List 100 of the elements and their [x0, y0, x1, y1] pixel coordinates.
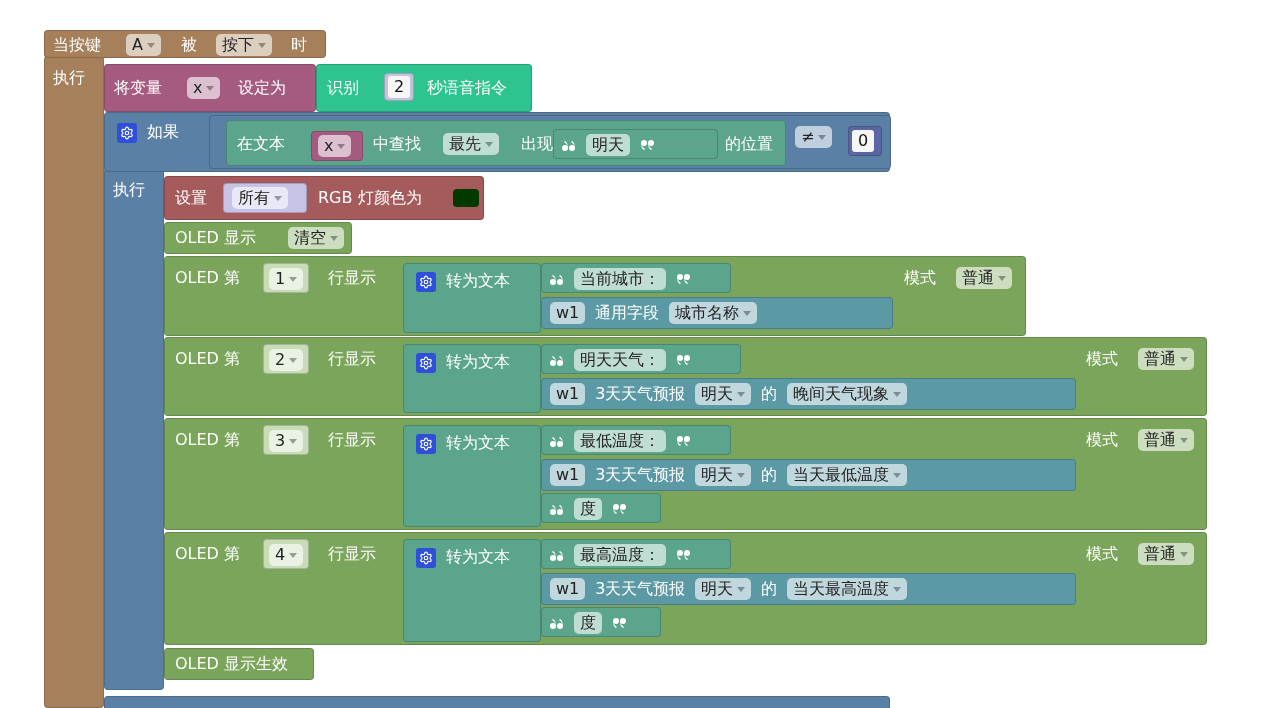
- dropdown-block: [223, 183, 307, 213]
- block-label: 模式: [1086, 543, 1118, 565]
- to-text-block: [403, 344, 541, 413]
- text-field: 明天天气：: [574, 349, 666, 371]
- dropdown-field: 所有: [232, 187, 288, 209]
- block-label: 的: [761, 578, 778, 600]
- string-block: [541, 263, 731, 293]
- weather-data-block: [541, 378, 1076, 410]
- dropdown-field: 明天: [695, 383, 752, 405]
- text-field: 当前城市：: [574, 268, 666, 290]
- dropdown-field: 清空: [288, 227, 344, 249]
- block-label: 行显示: [328, 429, 376, 451]
- dropdown-field: 城市名称: [669, 302, 758, 324]
- block-label: 行显示: [328, 543, 376, 565]
- block-label: 如果: [147, 121, 179, 143]
- dropdown-field: x: [318, 135, 352, 157]
- block-label: 被: [181, 34, 197, 56]
- dropdown-field: 最先: [443, 133, 499, 155]
- dropdown-field: 普通: [1138, 543, 1194, 565]
- text-field: 最高温度：: [574, 544, 666, 566]
- weather-data-block: [541, 297, 893, 329]
- text-field: w1: [550, 464, 586, 486]
- oled-line-block: [164, 256, 1026, 336]
- dropdown-field: 当天最高温度: [787, 578, 908, 600]
- dropdown-field: 1: [269, 268, 304, 290]
- text-field: w1: [550, 578, 586, 600]
- block-label: OLED 显示: [175, 227, 257, 249]
- string-block: [553, 129, 718, 159]
- block-label: 执行: [113, 179, 145, 201]
- block-label: OLED 显示生效: [175, 653, 289, 675]
- block-label: 模式: [904, 267, 936, 289]
- weather-data-block: [541, 459, 1076, 491]
- dropdown-field: 4: [269, 544, 304, 566]
- dropdown-field: 按下: [216, 34, 272, 56]
- block-label: OLED 第: [175, 267, 241, 289]
- block-label: 的: [761, 464, 778, 486]
- oled-refresh-block: [164, 648, 314, 680]
- block-label: 转为文本: [446, 270, 510, 292]
- block-label: 出现: [521, 133, 553, 155]
- number-field: 0: [852, 130, 875, 152]
- string-block: [541, 607, 661, 637]
- number-block: [263, 263, 309, 293]
- text-field: w1: [550, 302, 586, 324]
- block-label: 在文本: [237, 133, 285, 155]
- to-text-block: [403, 263, 541, 333]
- dropdown-field: 3: [269, 430, 304, 452]
- oled-line-block: [164, 532, 1207, 645]
- dropdown-field: 2: [269, 349, 304, 371]
- block-label: OLED 第: [175, 429, 241, 451]
- block-label: 转为文本: [446, 432, 510, 454]
- block-label: 当按键: [53, 34, 101, 56]
- block-label: 将变量: [114, 77, 162, 99]
- number-field: 2: [388, 76, 411, 98]
- text-search-block: [226, 120, 786, 166]
- dropdown-field: 晚间天气现象: [787, 383, 908, 405]
- string-block: [541, 344, 741, 374]
- set-variable-block: [104, 64, 316, 112]
- text-field: 最低温度：: [574, 430, 666, 452]
- dropdown-field: 当天最低温度: [787, 464, 908, 486]
- block-label: OLED 第: [175, 543, 241, 565]
- dropdown-field: 普通: [956, 267, 1012, 289]
- block-label: 中查找: [373, 133, 421, 155]
- dropdown-field: 普通: [1138, 348, 1194, 370]
- block-label: OLED 第: [175, 348, 241, 370]
- to-text-block: [403, 539, 541, 642]
- number-block: [263, 425, 309, 455]
- block-label: 转为文本: [446, 546, 510, 568]
- dropdown-field: x: [187, 77, 221, 99]
- string-block: [541, 425, 731, 455]
- block-label: 3天天气预报: [595, 578, 686, 600]
- string-block: [541, 493, 661, 523]
- event-block: [44, 30, 326, 58]
- block-label: 行显示: [328, 348, 376, 370]
- block-label: 执行: [53, 67, 85, 89]
- to-text-block: [403, 425, 541, 527]
- number-block: [263, 344, 309, 374]
- block-label: 3天天气预报: [595, 464, 686, 486]
- block-label: 的位置: [725, 133, 773, 155]
- if-block: [104, 112, 890, 172]
- dropdown-field: 明天: [695, 464, 752, 486]
- block-label: 行显示: [328, 267, 376, 289]
- string-block: [541, 539, 731, 569]
- text-field: 度: [574, 612, 602, 634]
- block-label: 模式: [1086, 429, 1118, 451]
- text-field: w1: [550, 383, 586, 405]
- oled-line-block: [164, 337, 1207, 416]
- weather-data-block: [541, 573, 1076, 605]
- dropdown-field: ≠: [795, 126, 833, 148]
- block-label: 设置: [175, 187, 207, 209]
- block-label: RGB 灯颜色为: [318, 187, 422, 209]
- block-label: 转为文本: [446, 351, 510, 373]
- number-block: [848, 126, 882, 156]
- variable-block: [311, 131, 363, 161]
- block-label: 的: [761, 383, 778, 405]
- block-label: 3天天气预报: [595, 383, 686, 405]
- dropdown-field: 普通: [1138, 429, 1194, 451]
- dropdown-field: 明天: [695, 578, 752, 600]
- rgb-light-block: [164, 176, 484, 220]
- text-field: 度: [574, 498, 602, 520]
- oled-line-block: [164, 418, 1207, 530]
